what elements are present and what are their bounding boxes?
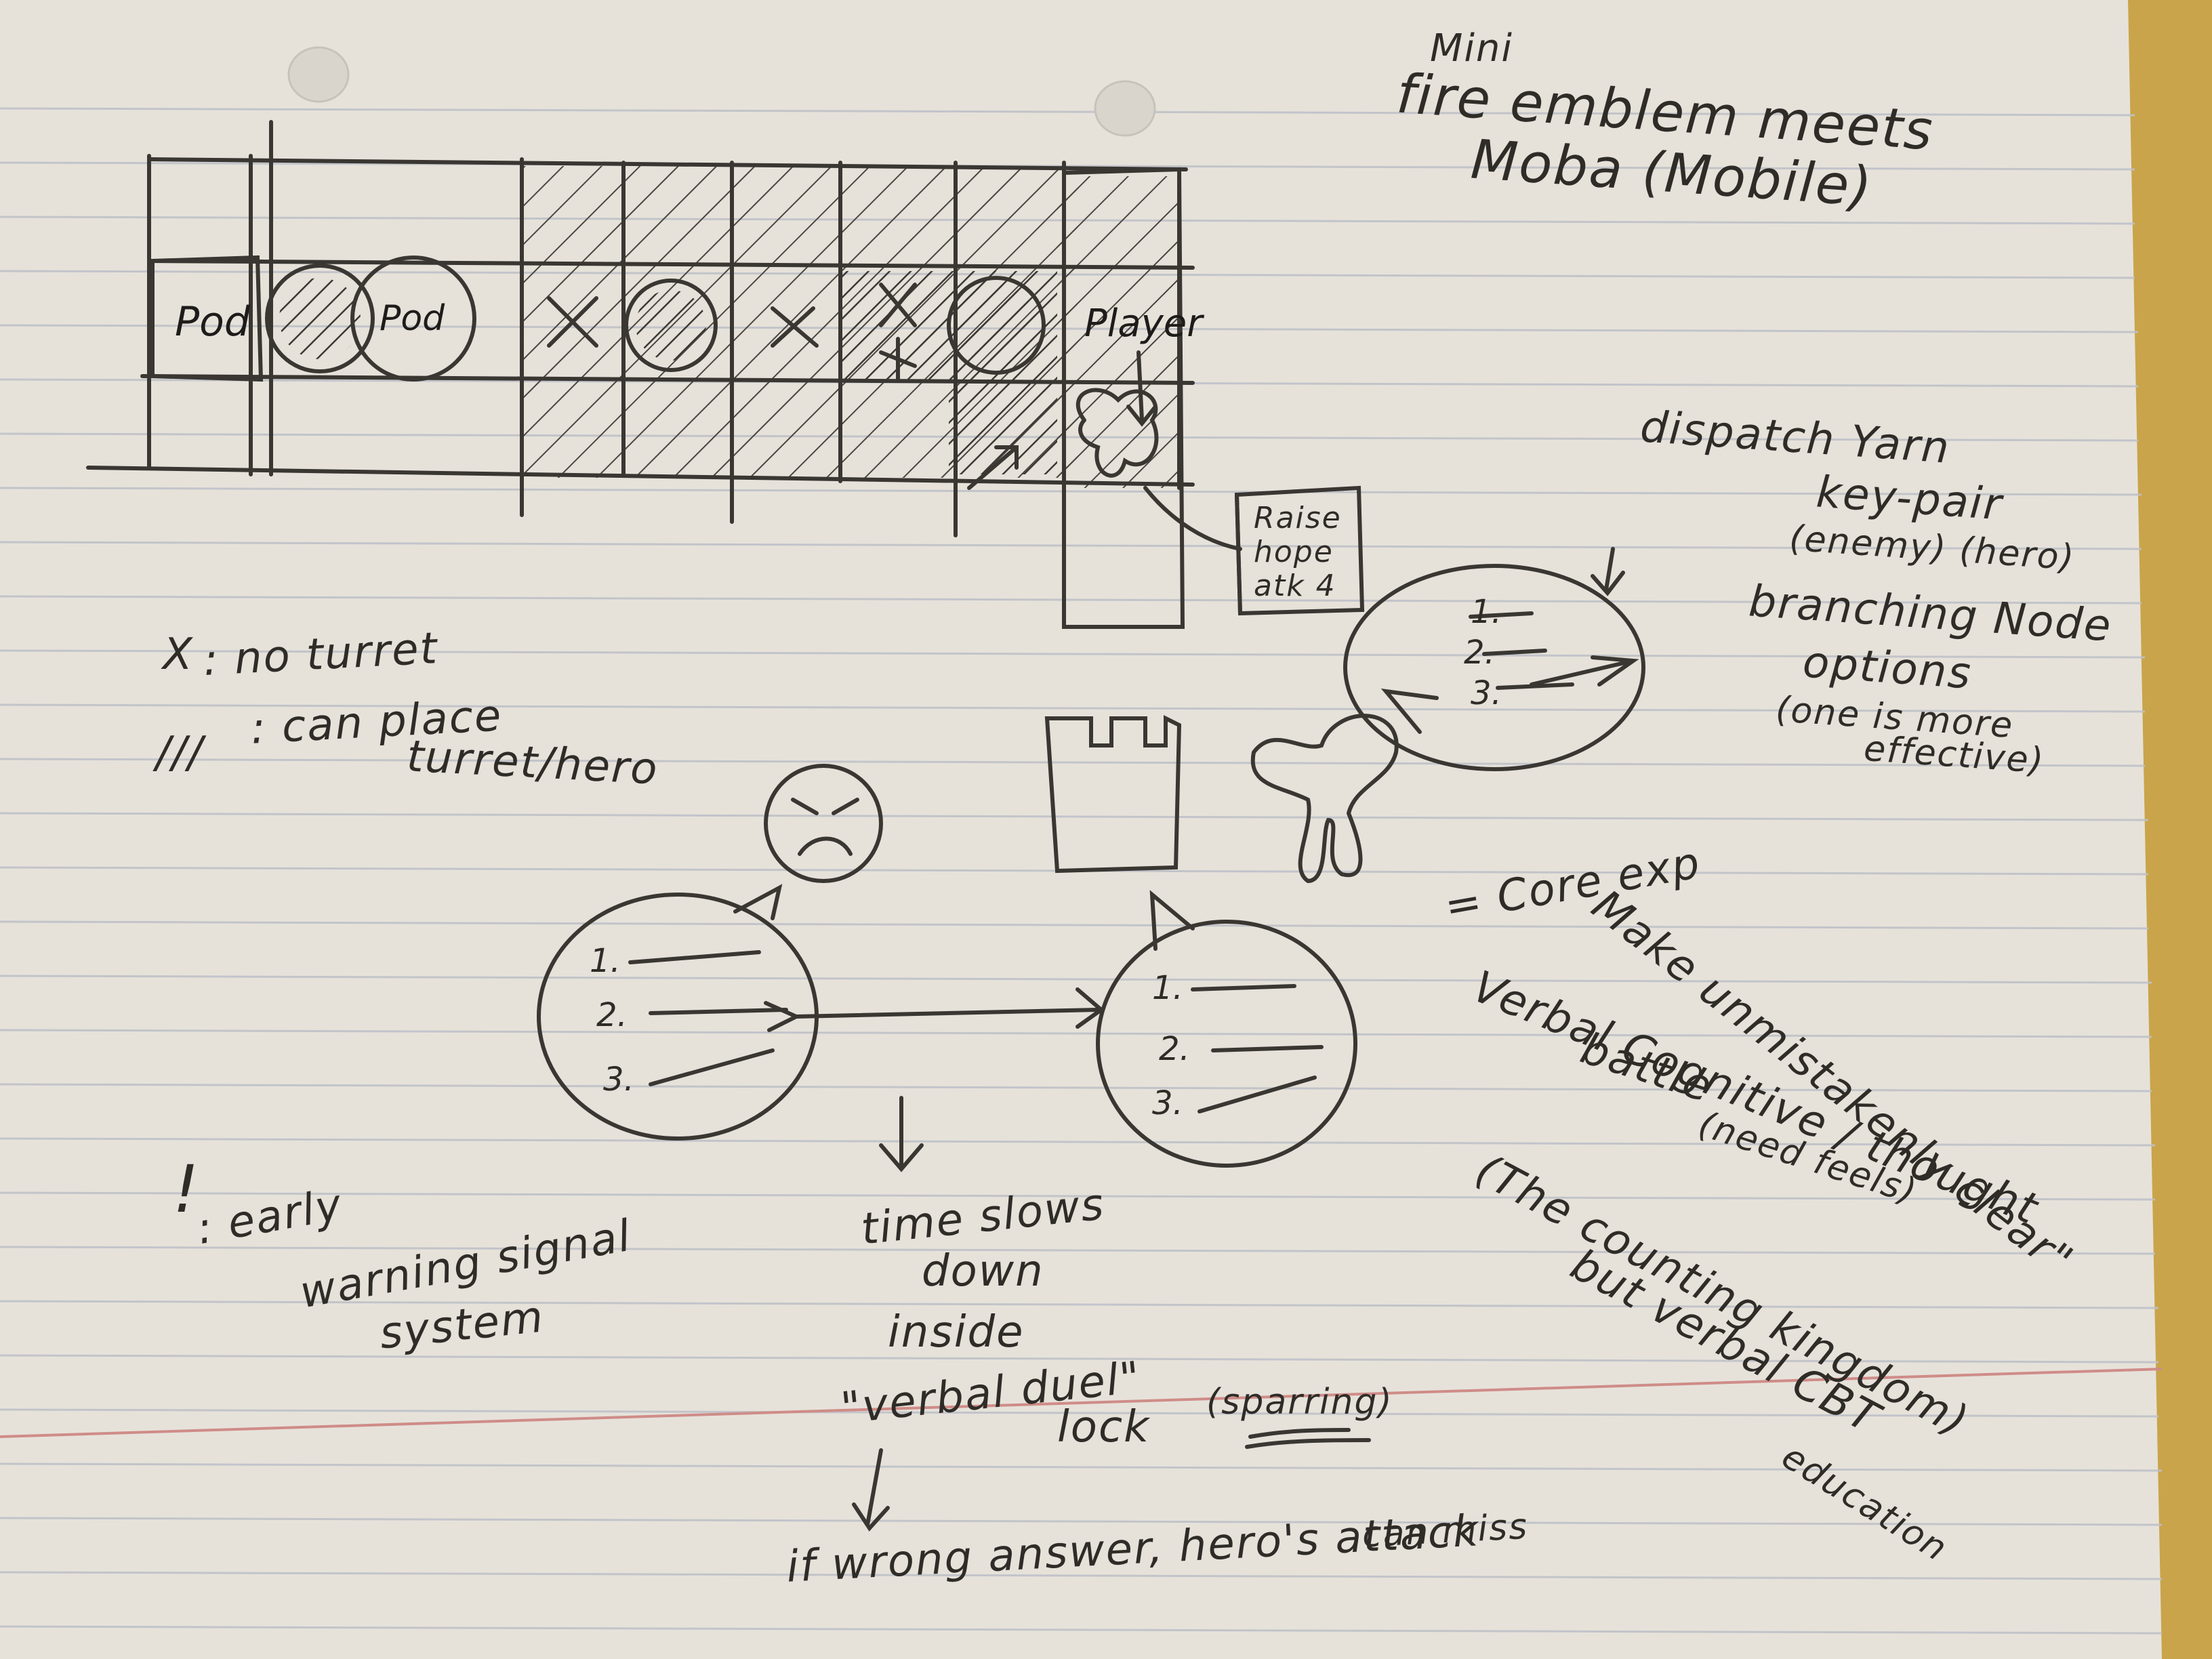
panel-line-3: atk 4 <box>1254 569 1336 603</box>
legend-hatch-symbol: /// <box>156 728 204 778</box>
punch-hole <box>287 46 350 103</box>
punch-hole <box>1094 80 1156 137</box>
red-margin-line <box>0 1368 2163 1438</box>
pod-cell-label: Pod <box>175 298 250 346</box>
bubble-right-item-2: 2. <box>1159 1030 1190 1068</box>
legend-x-symbol: X <box>163 630 194 680</box>
bubble-right-item-3: 3. <box>1152 1084 1183 1122</box>
panel-line-1: Raise <box>1254 501 1342 535</box>
player-cell-label: Player <box>1084 302 1203 346</box>
panel-line-2: hope <box>1254 535 1334 569</box>
time-line-3: inside <box>888 1307 1025 1357</box>
pod-circle-label: Pod <box>380 298 445 339</box>
legend-bang-symbol: ! <box>173 1151 201 1227</box>
bubble-top-item-2: 2. <box>1464 634 1495 672</box>
title-line-1: Mini <box>1430 26 1513 70</box>
time-line-6: (sparring) <box>1206 1382 1393 1422</box>
bubble-left-item-2: 2. <box>596 996 628 1034</box>
bubble-left-item-1: 1. <box>590 942 621 980</box>
time-line-8: can miss <box>1361 1506 1530 1556</box>
time-line-5: lock <box>1057 1402 1151 1452</box>
bubble-top-item-1: 1. <box>1471 593 1502 631</box>
bubble-top-item-3: 3. <box>1471 674 1502 712</box>
bubble-left-item-3: 3. <box>603 1061 634 1099</box>
lower-sketches <box>537 547 1645 1532</box>
time-line-2: down <box>922 1246 1044 1296</box>
bubble-right-item-1: 1. <box>1152 969 1183 1007</box>
grid-sketch <box>86 120 1365 629</box>
